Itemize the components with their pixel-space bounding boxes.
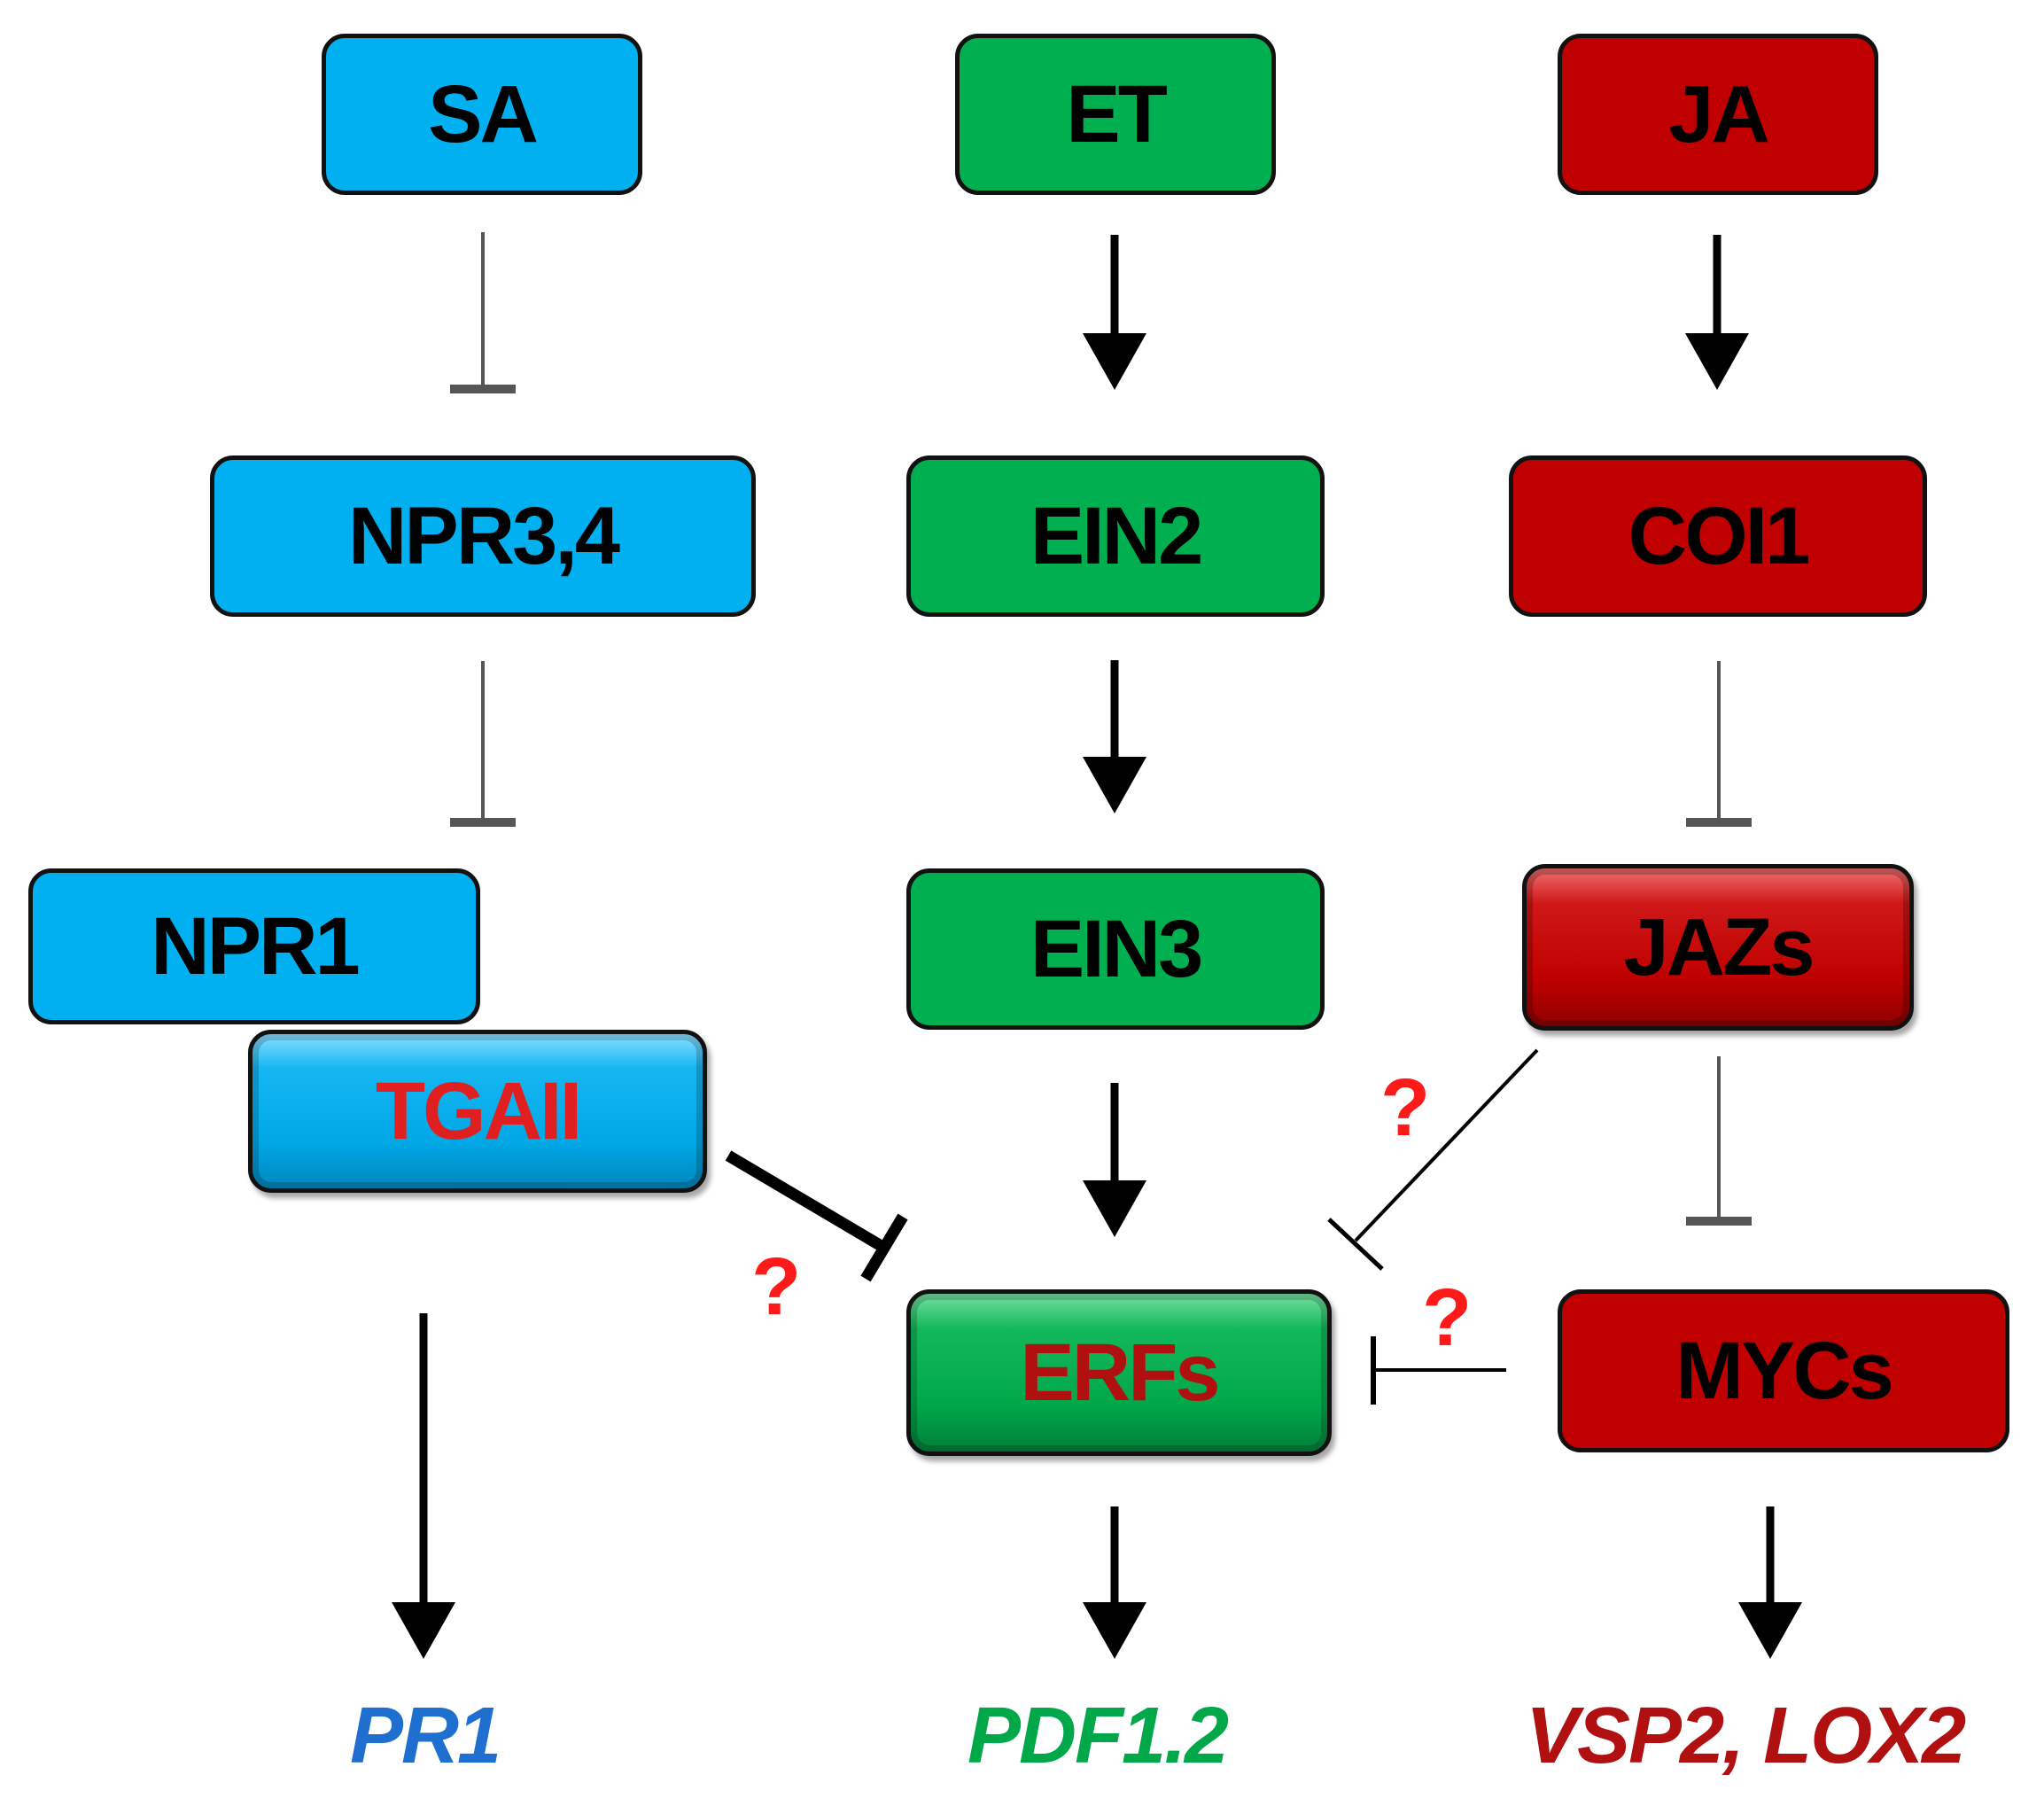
node-et: ET xyxy=(955,34,1276,195)
uncertain-mark-jazs-erfs: ? xyxy=(1380,1063,1431,1153)
edge-npr34-npr1 xyxy=(450,661,516,827)
node-jazs: JAZs xyxy=(1522,864,1914,1031)
gene-pdf12: PDF1.2 xyxy=(968,1692,1229,1780)
edge-ja-coi1 xyxy=(1685,235,1749,390)
edge-tgaii-pr1 xyxy=(392,1313,455,1659)
uncertain-mark-mycs-erfs: ? xyxy=(1422,1273,1473,1363)
edge-mycs-erfs xyxy=(1371,1336,1506,1405)
node-ein2: EIN2 xyxy=(906,455,1325,617)
edge-ein2-ein3 xyxy=(1083,660,1146,813)
edge-coi1-jazs xyxy=(1686,661,1752,827)
edge-et-ein2 xyxy=(1083,235,1146,390)
node-npr1: NPR1 xyxy=(28,868,480,1024)
node-tgaii: TGAII xyxy=(248,1030,707,1193)
edge-ein3-erfs xyxy=(1083,1083,1146,1237)
edge-jazs-erfs xyxy=(1327,1048,1539,1271)
edge-tgaii-erfs xyxy=(725,1150,908,1282)
node-npr34: NPR3,4 xyxy=(210,455,756,617)
edge-mycs-vsp2-lox2 xyxy=(1738,1506,1802,1659)
edge-sa-npr34 xyxy=(450,232,516,393)
node-mycs: MYCs xyxy=(1558,1289,2009,1452)
gene-pr1: PR1 xyxy=(350,1692,501,1780)
node-ein3: EIN3 xyxy=(906,868,1325,1030)
edge-jazs-mycs xyxy=(1686,1056,1752,1226)
uncertain-mark-tgaii-erfs: ? xyxy=(751,1242,802,1332)
node-coi1: COI1 xyxy=(1509,455,1927,617)
node-sa: SA xyxy=(322,34,642,195)
node-ja: JA xyxy=(1558,34,1878,195)
node-erfs: ERFs xyxy=(906,1289,1332,1456)
gene-vsp2-lox2: VSP2, LOX2 xyxy=(1526,1692,1966,1780)
edge-erfs-pdf12 xyxy=(1083,1506,1146,1659)
